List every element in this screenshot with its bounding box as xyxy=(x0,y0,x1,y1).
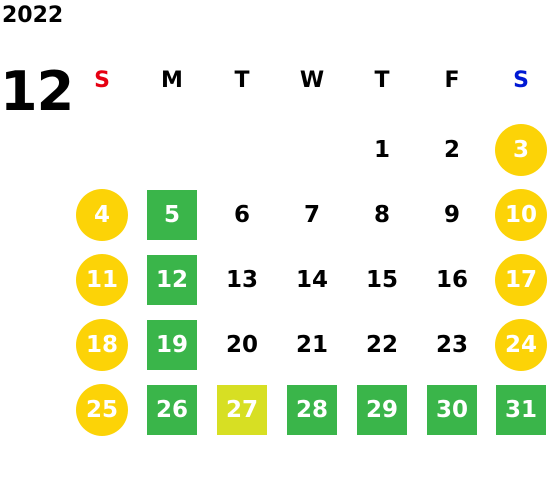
day-cell: 18 xyxy=(76,319,128,371)
day-cell: 8 xyxy=(373,202,390,228)
weekday-label: S xyxy=(94,68,110,93)
day-cell: 30 xyxy=(427,385,477,435)
day-cell: 21 xyxy=(295,332,328,358)
weekday-label: W xyxy=(299,68,325,93)
day-cell: 16 xyxy=(435,267,468,293)
day-cell: 29 xyxy=(357,385,407,435)
weekday-label: F xyxy=(444,68,460,93)
day-cell: 11 xyxy=(76,254,128,306)
day-cell: 7 xyxy=(303,202,320,228)
weekday-label: S xyxy=(513,68,529,93)
calendar-year: 2022 xyxy=(2,3,64,28)
day-cell: 3 xyxy=(495,124,547,176)
day-cell: 10 xyxy=(495,189,547,241)
day-cell: 19 xyxy=(147,320,197,370)
day-cell: 12 xyxy=(147,255,197,305)
day-cell: 25 xyxy=(76,384,128,436)
day-cell: 23 xyxy=(435,332,468,358)
day-cell: 22 xyxy=(365,332,398,358)
day-cell: 24 xyxy=(495,319,547,371)
weekday-label: T xyxy=(234,68,250,93)
day-cell: 14 xyxy=(295,267,328,293)
day-cell: 26 xyxy=(147,385,197,435)
weekday-label: M xyxy=(161,68,183,93)
day-cell: 17 xyxy=(495,254,547,306)
day-cell: 5 xyxy=(147,190,197,240)
day-cell: 2 xyxy=(443,137,460,163)
day-cell: 1 xyxy=(373,137,390,163)
day-cell: 13 xyxy=(225,267,258,293)
day-cell: 15 xyxy=(365,267,398,293)
day-cell: 28 xyxy=(287,385,337,435)
day-cell: 9 xyxy=(443,202,460,228)
weekday-label: T xyxy=(374,68,390,93)
day-cell: 20 xyxy=(225,332,258,358)
calendar-month: 12 xyxy=(0,60,74,123)
day-cell: 27 xyxy=(217,385,267,435)
day-cell: 31 xyxy=(496,385,546,435)
day-cell: 4 xyxy=(76,189,128,241)
day-cell: 6 xyxy=(233,202,250,228)
